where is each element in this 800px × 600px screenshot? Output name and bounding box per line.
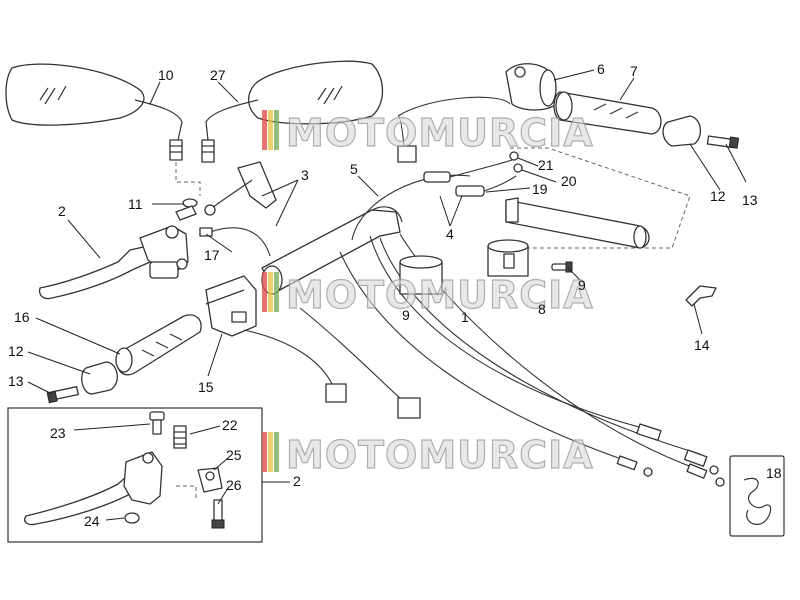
- inset-clutch-lever: [24, 451, 163, 526]
- callout-9-left: 9: [402, 307, 410, 323]
- callout-6: 6: [597, 61, 605, 77]
- detail-inset-18-frame: [729, 455, 785, 537]
- clutch-cable-17: [209, 227, 271, 257]
- connector-top: [397, 145, 417, 163]
- watermark-text: MOTOMURCIA: [286, 433, 594, 477]
- throttle-housing: [505, 63, 557, 111]
- callout-2-inset: 2: [293, 473, 301, 489]
- wiring-left: [243, 329, 333, 385]
- left-bar-end-weight: [81, 361, 118, 395]
- cable-adjusters: [423, 151, 523, 197]
- watermark-top: MOTOMURCIA: [262, 110, 594, 156]
- callout-3: 3: [301, 167, 309, 183]
- callout-11: 11: [128, 196, 143, 212]
- callout-13-right: 13: [742, 192, 758, 208]
- callout-22: 22: [222, 417, 238, 433]
- left-mirror: [5, 63, 183, 161]
- callout-17: 17: [204, 247, 220, 263]
- callout-7: 7: [630, 63, 638, 79]
- cable-5: [351, 174, 471, 241]
- connector-center: [397, 397, 421, 419]
- callout-27: 27: [210, 67, 226, 83]
- connector-left: [325, 383, 347, 403]
- callout-5: 5: [350, 161, 358, 177]
- callout-24: 24: [84, 513, 100, 529]
- spring-clip-18: [743, 477, 772, 525]
- inset-screw-26: [211, 499, 225, 529]
- callout-13-left: 13: [8, 373, 24, 389]
- watermark-bottom: MOTOMURCIA: [262, 432, 594, 478]
- handlebar-clamps: [399, 239, 529, 295]
- callout-16: 16: [14, 309, 30, 325]
- inset-nut-24: [124, 512, 140, 524]
- callout-20: 20: [561, 173, 577, 189]
- right-mirror: [201, 60, 384, 163]
- watermark-text: MOTOMURCIA: [286, 273, 594, 317]
- left-grip: [115, 314, 202, 376]
- callout-15: 15: [198, 379, 214, 395]
- callout-10: 10: [158, 67, 174, 83]
- clamp-bolt: [551, 261, 573, 273]
- callout-21: 21: [538, 157, 554, 173]
- callout-19: 19: [532, 181, 548, 197]
- cable-ends: [616, 423, 725, 487]
- callout-4: 4: [446, 226, 454, 242]
- callout-2: 2: [58, 203, 66, 219]
- callout-9-right: 9: [578, 277, 586, 293]
- leader-lines: [27, 69, 747, 521]
- inset-bracket-25: [197, 467, 223, 493]
- left-switch-housing: [205, 275, 257, 337]
- callout-26: 26: [226, 477, 242, 493]
- callout-8: 8: [538, 301, 546, 317]
- inset-screw-23: [149, 411, 165, 435]
- detail-inset-frame: [7, 407, 263, 543]
- callout-12-left: 12: [8, 343, 24, 359]
- mirror-adapter-part-11: [175, 198, 198, 221]
- throttle-cable-a: [369, 235, 651, 431]
- watermark-middle: MOTOMURCIA: [262, 272, 594, 318]
- callout-14: 14: [694, 337, 710, 353]
- callout-23: 23: [50, 425, 66, 441]
- left-bar-end-screw: [46, 386, 79, 404]
- clutch-lever-assembly: [38, 225, 189, 300]
- callout-12-right: 12: [710, 188, 726, 204]
- callout-1: 1: [461, 309, 469, 325]
- callout-25: 25: [226, 447, 242, 463]
- callout-18: 18: [766, 465, 782, 481]
- cable-end-fitting: [199, 227, 213, 237]
- cable-clip-14: [685, 285, 717, 307]
- right-handlebar-tube: [505, 197, 650, 249]
- mirror-bracket-3: [204, 161, 277, 216]
- right-bar-end-weight: [662, 115, 701, 147]
- watermark-text: MOTOMURCIA: [286, 111, 594, 155]
- right-bar-end-screw: [706, 135, 740, 149]
- inset-adjuster-22: [173, 425, 187, 449]
- right-grip: [553, 91, 662, 135]
